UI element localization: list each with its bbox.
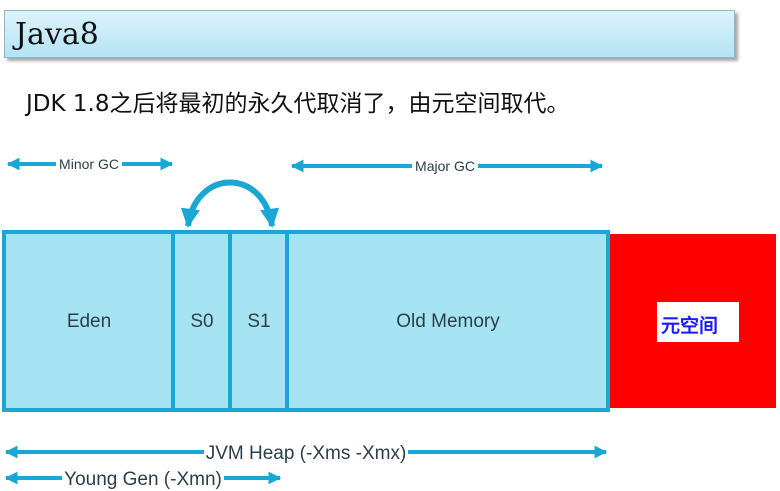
s0-label: S0 — [190, 311, 213, 332]
page-title: Java8 — [15, 17, 99, 52]
old-memory-region — [285, 230, 610, 412]
eden-region — [2, 230, 175, 412]
metaspace-label: 元空间 — [661, 314, 718, 337]
young-gen-arrow: Young Gen (-Xmn) — [4, 469, 282, 490]
title-banner: Java8 — [4, 10, 735, 58]
survivor-swap-arrow — [180, 179, 280, 228]
old-memory-label: Old Memory — [396, 311, 500, 332]
minor-gc-label: Minor GC — [59, 156, 119, 172]
eden-label: Eden — [67, 311, 111, 332]
jvm-heap-label: JVM Heap (-Xms -Xmx) — [206, 443, 407, 464]
s1-label: S1 — [247, 311, 270, 332]
metaspace-label-box — [657, 302, 739, 342]
s0-region — [171, 230, 232, 412]
subtitle-text: JDK 1.8之后将最初的永久代取消了，由元空间取代。 — [26, 91, 570, 117]
jvm-heap-arrow: JVM Heap (-Xms -Xmx) — [4, 443, 608, 464]
s1-region — [228, 230, 289, 412]
major-gc-arrow: Major GC — [290, 158, 604, 174]
minor-gc-arrow: Minor GC — [6, 156, 174, 172]
major-gc-label: Major GC — [415, 158, 475, 174]
young-gen-label: Young Gen (-Xmn) — [64, 469, 222, 490]
